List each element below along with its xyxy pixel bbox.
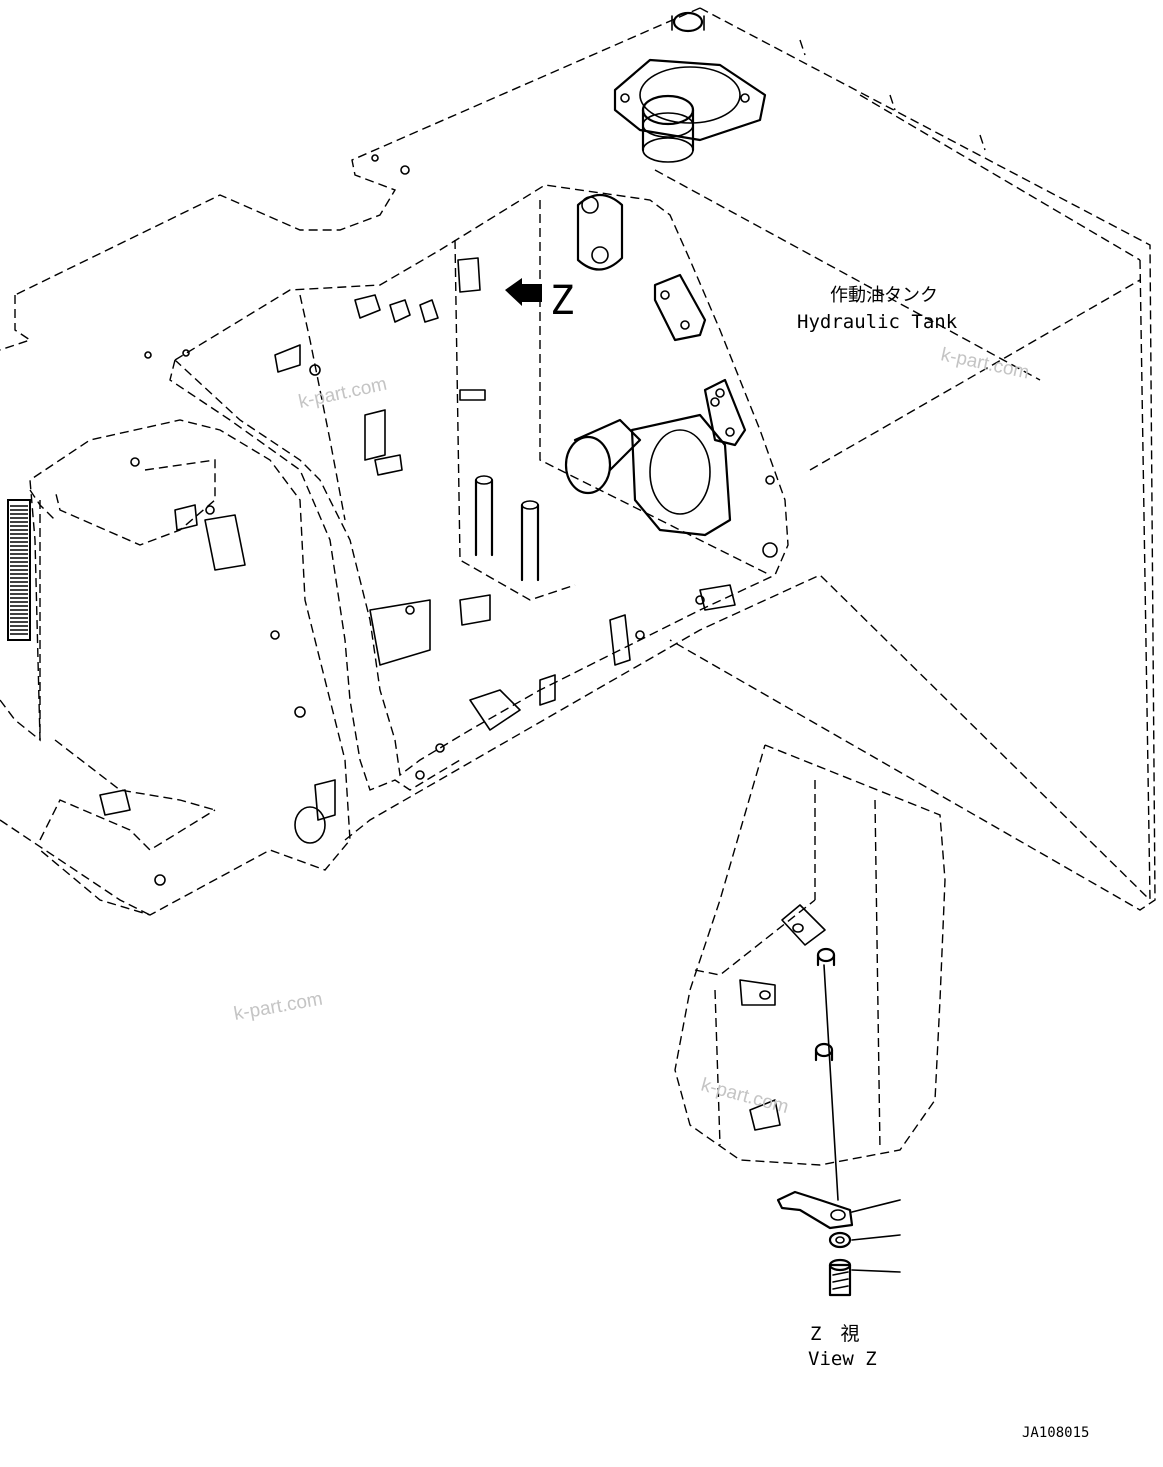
drawing-number: JA108015 (1022, 1425, 1089, 1441)
view-label-en: View Z (808, 1348, 877, 1370)
radiator-grille (7, 499, 31, 641)
watermark: k-part.com (232, 989, 324, 1025)
hydraulic-tank-outline (0, 7, 1156, 911)
arrow-left-icon (505, 278, 542, 306)
view-z-arrow: Z (505, 278, 574, 324)
view-z-arrow-label: Z (550, 278, 574, 324)
tank-label-en: Hydraulic Tank (797, 311, 958, 333)
frame-details (99, 154, 778, 886)
watermark: k-part.com (297, 374, 389, 413)
tank-filler-neck (613, 11, 767, 163)
tank-label-jp: 作動油タンク (830, 285, 938, 306)
revolving-frame-outline (0, 184, 1151, 916)
view-label-jp: Z 視 (810, 1323, 859, 1345)
watermark: k-part.com (699, 1075, 791, 1119)
view-z-detail (674, 744, 946, 1297)
